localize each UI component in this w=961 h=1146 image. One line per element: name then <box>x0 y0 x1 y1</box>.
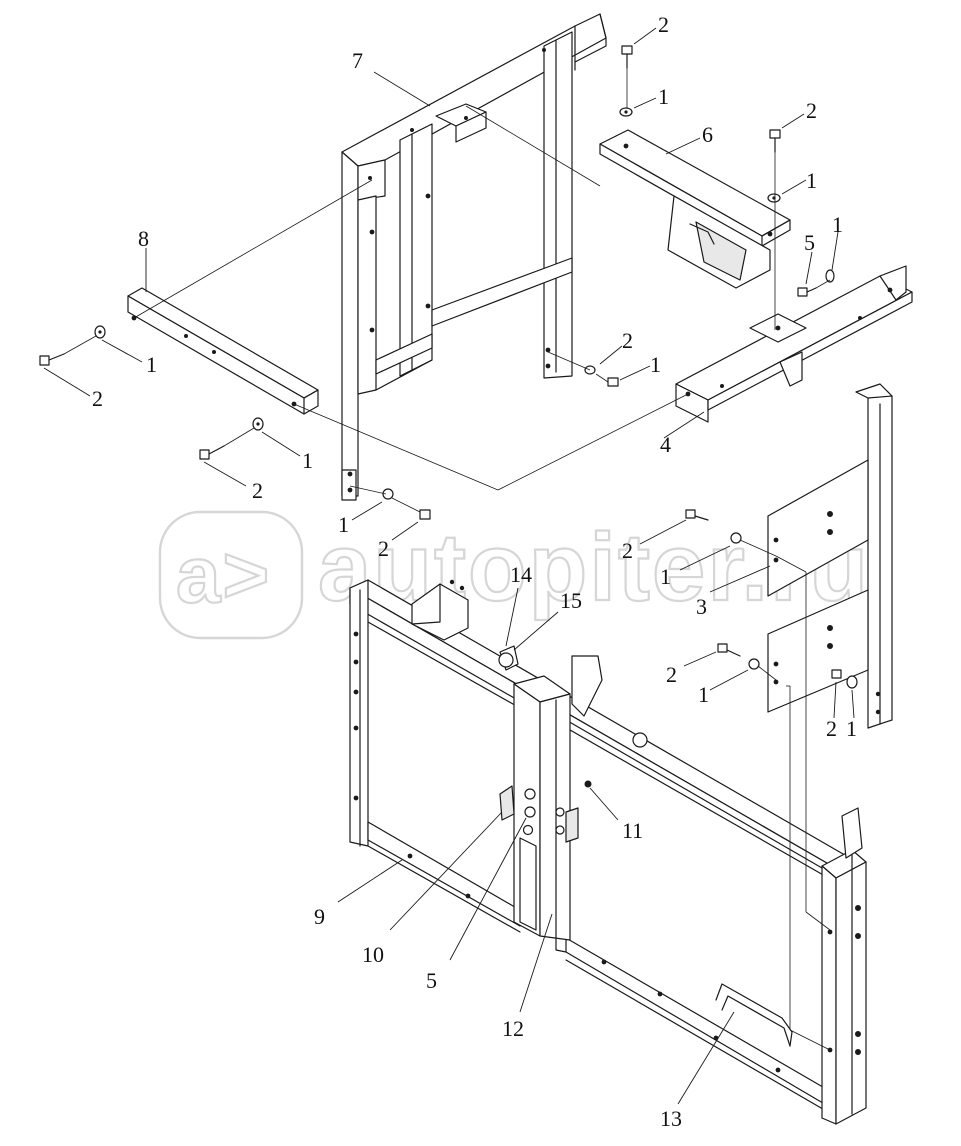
washer-icon <box>846 675 858 689</box>
callout-10: 10 <box>362 942 384 967</box>
callout-9: 9 <box>314 904 325 929</box>
bolt-icon <box>797 287 808 297</box>
assembly-guide-lines <box>63 68 831 1051</box>
watermark-logo-badge <box>158 510 304 640</box>
part-3-side-plate <box>767 383 893 729</box>
callout-11: 11 <box>622 818 643 843</box>
washer-icon <box>825 269 835 283</box>
washer-icon <box>730 532 742 544</box>
callout-2: 2 <box>622 328 633 353</box>
callout-1: 1 <box>806 168 817 193</box>
callout-labels: 7 2 1 6 2 1 8 5 1 1 2 2 1 4 1 2 1 2 2 1 … <box>92 12 857 1131</box>
bolt-icon <box>717 643 728 653</box>
callout-5: 5 <box>804 230 815 255</box>
part-7-upper-frame <box>341 13 607 501</box>
callout-1: 1 <box>658 84 669 109</box>
bolt-icon <box>831 669 842 679</box>
callout-12: 12 <box>502 1016 524 1041</box>
leader-lines <box>43 27 855 1105</box>
callout-1: 1 <box>650 352 661 377</box>
callout-2: 2 <box>378 536 389 561</box>
callout-5: 5 <box>426 968 437 993</box>
callout-6: 6 <box>702 122 713 147</box>
callout-1: 1 <box>846 716 857 741</box>
callout-15: 15 <box>560 588 582 613</box>
part-8-bracket-arm <box>127 287 319 415</box>
callout-2: 2 <box>826 716 837 741</box>
bolt-icon <box>769 129 781 139</box>
callout-2: 2 <box>806 98 817 123</box>
callout-2: 2 <box>252 478 263 503</box>
callout-8: 8 <box>138 226 149 251</box>
callout-1: 1 <box>832 212 843 237</box>
part-6-support-bracket <box>599 129 791 289</box>
callout-13: 13 <box>660 1106 682 1131</box>
washer-icon <box>748 658 760 670</box>
part-4-lower-bracket <box>675 265 913 423</box>
callout-2: 2 <box>658 12 669 37</box>
bolt-icon <box>621 45 633 55</box>
watermark-logo-glyph: a> <box>176 530 271 619</box>
callout-1: 1 <box>660 564 671 589</box>
washer-icon <box>382 488 394 500</box>
callout-1: 1 <box>698 682 709 707</box>
callout-1: 1 <box>338 512 349 537</box>
callout-1: 1 <box>302 448 313 473</box>
bolt-icon <box>419 509 431 520</box>
bolt-icon <box>199 449 210 460</box>
bolt-icon <box>685 509 696 519</box>
callout-4: 4 <box>660 432 671 457</box>
callout-7: 7 <box>352 48 363 73</box>
callout-3: 3 <box>696 594 707 619</box>
callout-1: 1 <box>146 352 157 377</box>
bolt-icon <box>607 377 619 387</box>
callout-2: 2 <box>92 386 103 411</box>
callout-2: 2 <box>666 662 677 687</box>
callout-14: 14 <box>510 562 532 587</box>
bolt-icon <box>39 355 50 366</box>
callout-2: 2 <box>622 538 633 563</box>
part-9-lower-frame <box>349 579 867 1125</box>
